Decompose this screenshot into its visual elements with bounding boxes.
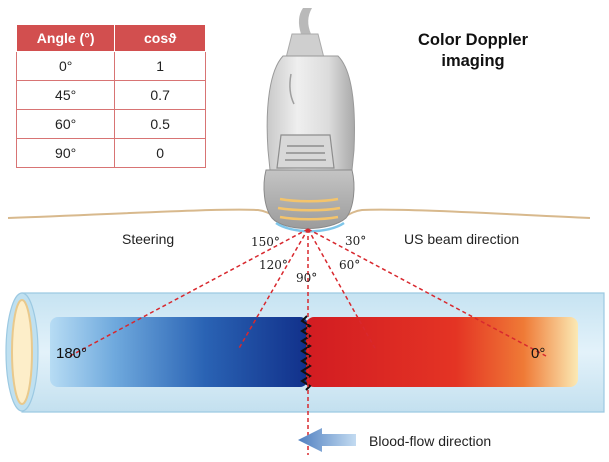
beam-line-180 <box>69 228 309 357</box>
ultrasound-probe <box>263 8 355 233</box>
table-header-row: Angle (°) cosϑ <box>15 24 206 52</box>
flow-toward-region <box>306 317 578 387</box>
us-beam-direction-label: US beam direction <box>404 231 520 247</box>
table-cell-angle: 90° <box>15 138 116 168</box>
table-row: 45° 0.7 <box>15 80 206 110</box>
table-cell-angle: 0° <box>15 51 116 81</box>
table-cell-angle: 45° <box>15 80 116 110</box>
beam-lines <box>69 228 547 455</box>
table-row: 60° 0.5 <box>15 109 206 139</box>
table-cell-angle: 60° <box>15 109 116 139</box>
blood-flow-direction-label: Blood-flow direction <box>369 433 492 449</box>
title-line-2: imaging <box>441 52 505 70</box>
angle-label-0: 0° <box>531 345 546 362</box>
table-cell-cosine: 1 <box>114 51 206 81</box>
angle-label-60: 60° <box>339 258 361 272</box>
table-header-angle: Angle (°) <box>15 24 116 52</box>
aliasing-zigzag <box>300 315 312 391</box>
table-cell-cosine: 0 <box>114 138 206 168</box>
table-cell-cosine: 0.5 <box>114 109 206 139</box>
steering-label: Steering <box>122 231 175 247</box>
diagram-title: Color Doppler imaging <box>398 30 548 72</box>
angle-label-120: 120° <box>259 258 288 272</box>
title-line-1: Color Doppler <box>418 31 528 49</box>
flow-away-region <box>50 317 308 387</box>
table-row: 90° 0 <box>15 138 206 168</box>
beam-line-0 <box>307 228 547 357</box>
angle-cosine-table: Angle (°) cosϑ 0° 1 45° 0.7 60° 0.5 90° … <box>15 24 206 168</box>
beam-line-120 <box>237 228 309 351</box>
angle-label-30: 30° <box>345 234 367 248</box>
beam-line-60 <box>307 228 377 351</box>
blood-flow-arrow <box>298 428 356 452</box>
table-row: 0° 1 <box>15 51 206 81</box>
angle-label-90: 90° <box>296 271 318 285</box>
angle-label-150: 150° <box>251 235 280 249</box>
table-header-cosine: cosϑ <box>114 24 206 52</box>
table-cell-cosine: 0.7 <box>114 80 206 110</box>
angle-label-180: 180° <box>56 345 88 362</box>
